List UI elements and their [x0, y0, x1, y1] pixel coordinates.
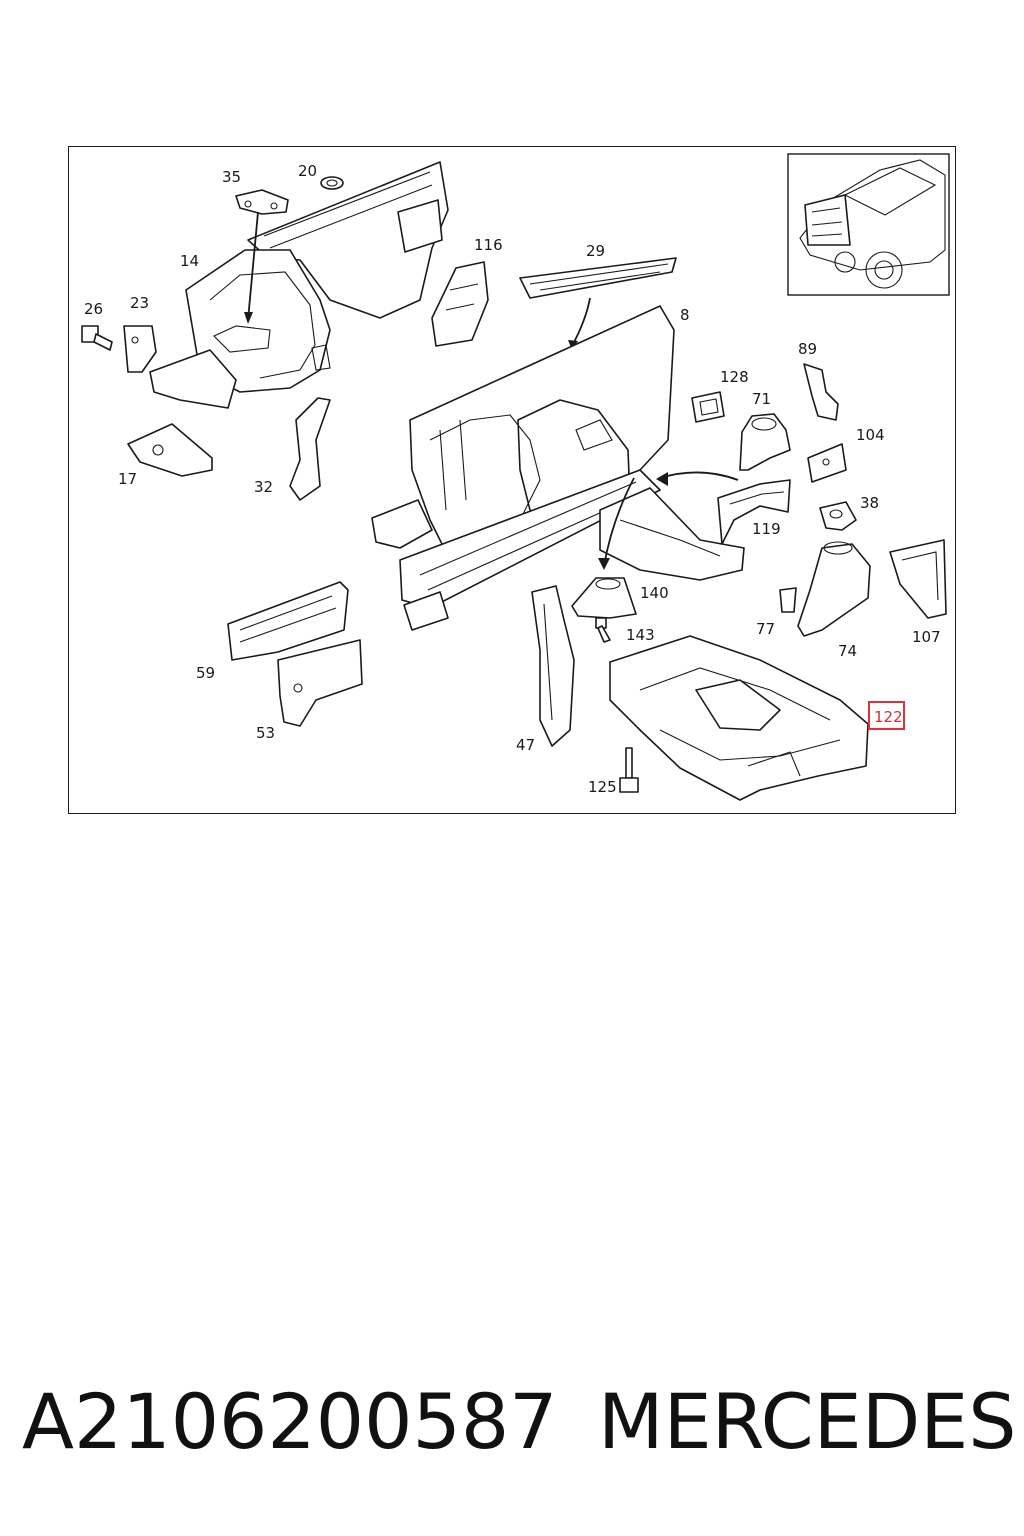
- callout-47: 47: [516, 736, 535, 754]
- callout-35: 35: [222, 168, 241, 186]
- part-47-pillar: [531, 585, 575, 747]
- callout-26: 26: [84, 300, 103, 318]
- leader-lines: [244, 211, 259, 324]
- footer-caption: A2106200587 MERCEDES: [22, 1372, 1016, 1472]
- callout-122-highlight-box: [868, 701, 905, 730]
- part-107-bracket: [889, 539, 947, 619]
- callout-140: 140: [640, 584, 669, 602]
- part-119-liner: [717, 479, 791, 545]
- callout-107: 107: [912, 628, 941, 646]
- callout-71: 71: [752, 390, 771, 408]
- part-77-clip: [779, 587, 797, 613]
- part-38-mount: [819, 501, 857, 531]
- callout-104: 104: [856, 426, 885, 444]
- callout-38: 38: [860, 494, 879, 512]
- part-14-wheelhouse-left: [149, 161, 449, 409]
- callout-17: 17: [118, 470, 137, 488]
- part-89-bracket: [803, 363, 839, 421]
- callout-labels: 20 35 14 26 23 116 29 8 89 128 71 104 38…: [84, 162, 941, 796]
- callout-23: 23: [130, 294, 149, 312]
- part-116-panel: [431, 261, 489, 347]
- part-59-rail: [227, 581, 349, 661]
- callout-74: 74: [838, 642, 857, 660]
- callout-128: 128: [720, 368, 749, 386]
- callout-32: 32: [254, 478, 273, 496]
- callout-14: 14: [180, 252, 199, 270]
- callout-53: 53: [256, 724, 275, 742]
- callout-77: 77: [756, 620, 775, 638]
- callout-29: 29: [586, 242, 605, 260]
- callout-20: 20: [298, 162, 317, 180]
- callout-119: 119: [752, 520, 781, 538]
- callout-89: 89: [798, 340, 817, 358]
- part-71-dome: [739, 413, 791, 471]
- part-128-grommet: [691, 391, 725, 423]
- part-74-housing: [797, 541, 871, 637]
- part-number: A2106200587: [22, 1377, 558, 1466]
- car-inset-thumbnail: [787, 153, 950, 296]
- part-125-bolt: [619, 747, 639, 793]
- part-143-fastener: [595, 617, 611, 643]
- part-8-front-structure: [371, 305, 745, 631]
- callout-143: 143: [626, 626, 655, 644]
- callout-116: 116: [474, 236, 503, 254]
- part-26-bolt: [81, 325, 113, 351]
- part-104-bracket: [807, 443, 847, 483]
- part-35-bracket: [235, 189, 289, 215]
- part-122-subframe: [609, 635, 869, 801]
- callout-125: 125: [588, 778, 617, 796]
- part-32-strut: [289, 397, 331, 501]
- callout-8: 8: [680, 306, 690, 324]
- callout-59: 59: [196, 664, 215, 682]
- part-17-bracket: [127, 423, 213, 477]
- part-140-mount: [571, 577, 637, 619]
- brand-name: MERCEDES: [598, 1377, 1017, 1466]
- part-53-bracket: [277, 639, 363, 727]
- part-23-bracket: [123, 325, 157, 373]
- callout-122: 122: [874, 708, 903, 726]
- part-20-clip: [320, 176, 344, 190]
